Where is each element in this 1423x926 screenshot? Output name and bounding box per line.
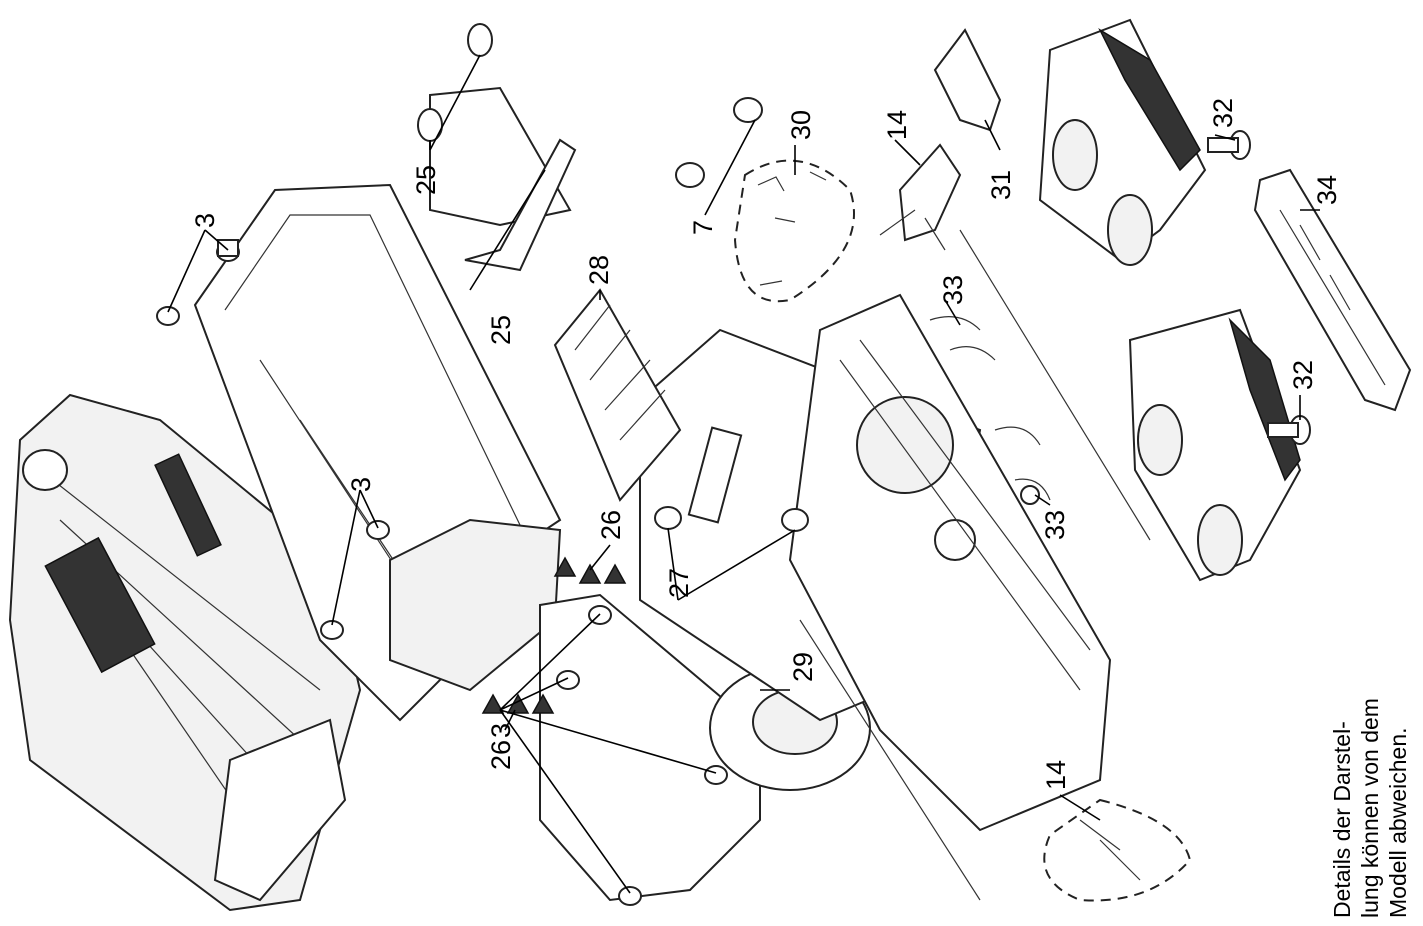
part-31 (933, 28, 1002, 132)
callout-14-lower: 14 (1041, 760, 1071, 790)
callout-30: 30 (786, 110, 816, 140)
axle-rods (799, 229, 1151, 901)
callout-3-lower: 3 (486, 723, 516, 738)
coupler-14-upper (879, 143, 962, 251)
leader-lines (167, 54, 1320, 894)
callout-3-upper: 3 (190, 213, 220, 228)
screws-27 (654, 506, 809, 532)
parts-25 (417, 23, 577, 272)
disclaimer-note: Details der Darstel- lung können von dem… (1329, 698, 1411, 918)
callouts: 3 3 3 25 25 26 26 27 28 29 30 7 14 14 31… (190, 98, 1342, 790)
callout-31: 31 (986, 170, 1016, 200)
contact-group-30 (733, 159, 855, 303)
springs-33 (929, 316, 1051, 505)
pins-32 (1207, 130, 1311, 445)
callout-26-lower: 26 (486, 740, 516, 770)
note-line-2: lung können von dem (1357, 698, 1383, 918)
light-sockets-26 (481, 556, 627, 714)
coupler-14-lower (1043, 798, 1192, 902)
callout-27: 27 (664, 568, 694, 598)
callout-7: 7 (688, 220, 718, 235)
callout-28: 28 (584, 255, 614, 285)
callout-26-upper: 26 (596, 510, 626, 540)
chassis-frame (193, 183, 562, 722)
motor-housing (788, 293, 1112, 832)
callout-14-upper: 14 (882, 110, 912, 140)
cover-plate (539, 593, 761, 906)
callout-32-upper: 32 (1208, 98, 1238, 128)
callout-32-lower: 32 (1288, 360, 1318, 390)
side-frame-34 (1253, 168, 1412, 412)
note-line-3: Modell abweichen. (1385, 727, 1411, 918)
bogie-lower (1128, 308, 1302, 582)
bogie-upper (1038, 18, 1207, 266)
screw-group-3-upper (156, 239, 240, 326)
callout-33-upper: 33 (938, 275, 968, 305)
pins-7 (675, 97, 763, 216)
callout-25-upper: 25 (411, 165, 441, 195)
callout-29: 29 (788, 652, 818, 682)
callout-33-lower: 33 (1040, 510, 1070, 540)
circuit-board-28 (553, 288, 682, 502)
callout-34: 34 (1312, 175, 1342, 205)
callout-3-middle: 3 (346, 477, 376, 492)
body-shell (8, 393, 362, 912)
callout-25-lower: 25 (486, 315, 516, 345)
note-line-1: Details der Darstel- (1329, 721, 1355, 918)
screw-group-3-middle (320, 520, 390, 640)
